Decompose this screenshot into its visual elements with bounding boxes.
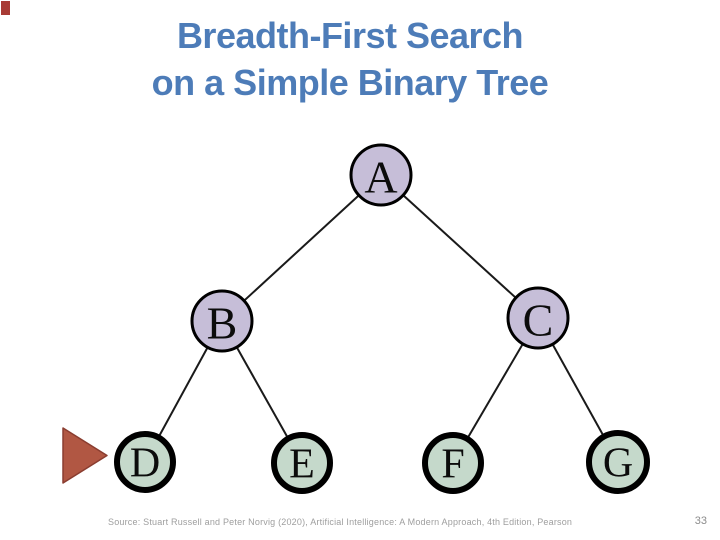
tree-edge-a-b bbox=[221, 174, 382, 322]
frontier-pointer-icon bbox=[62, 427, 108, 484]
tree-node-d bbox=[114, 431, 176, 493]
tree-node-label-f: F bbox=[441, 442, 464, 488]
tree-node-c bbox=[506, 286, 570, 350]
tree-node-b bbox=[190, 289, 254, 353]
tree-edge-a-c bbox=[380, 174, 539, 319]
tree-node-label-a: A bbox=[364, 151, 397, 202]
corner-mark bbox=[1, 1, 10, 15]
tree-node-g bbox=[586, 430, 650, 494]
tree-node-label-g: G bbox=[603, 441, 633, 487]
page-number: 33 bbox=[694, 515, 707, 527]
source-citation: Source: Stuart Russell and Peter Norvig … bbox=[108, 517, 573, 527]
tree-node-f bbox=[422, 432, 484, 494]
slide-title: Breadth-First Search on a Simple Binary … bbox=[0, 12, 700, 106]
tree-node-label-c: C bbox=[523, 294, 554, 345]
tree-node-e bbox=[271, 432, 333, 494]
tree-node-label-d: D bbox=[130, 441, 160, 487]
tree-node-label-e: E bbox=[289, 442, 315, 488]
slide-title-line2: on a Simple Binary Tree bbox=[151, 62, 549, 103]
tree-node-a bbox=[349, 143, 413, 207]
tree-node-label-b: B bbox=[207, 297, 238, 348]
slide-title-line1: Breadth-First Search bbox=[176, 15, 524, 56]
